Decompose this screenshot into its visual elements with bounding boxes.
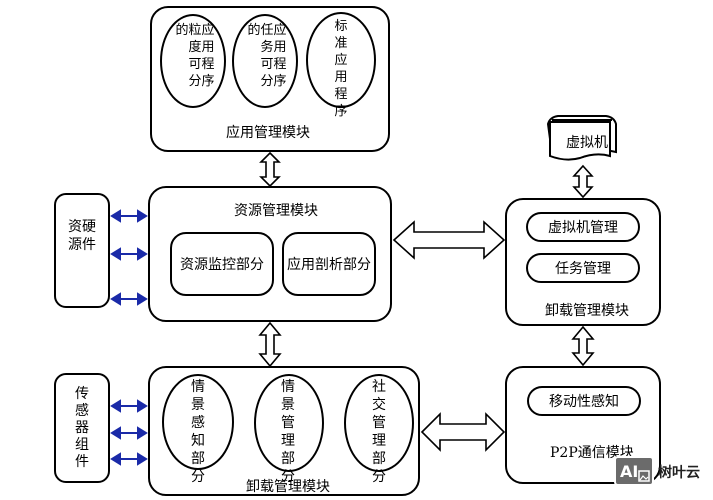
p2p-title: P2P通信模块: [550, 445, 634, 461]
watermark-badge: AI: [614, 456, 654, 486]
ellipse-standard: [306, 12, 376, 108]
hardware-resources-label: 资硬 源件: [68, 219, 96, 253]
sensor-components-box: [54, 373, 110, 483]
arrow-offload-p2p-horizontal: [420, 412, 506, 452]
app-ellipse-text-3: 标 准 应 用 程 序: [334, 19, 348, 119]
blue-arrows-hardware: [110, 209, 148, 306]
arrow-resource-offload-right: [392, 220, 506, 260]
arrow-offload-p2p: [571, 325, 595, 367]
context-mgmt-text: 情 景 管 理 部 分: [281, 379, 295, 485]
app-ellipse-text-1: 的粒应 度用 可程 分序: [175, 23, 215, 89]
app-management-title: 应用管理模块: [226, 125, 310, 141]
arrow-app-resource: [259, 151, 281, 188]
watermark-text: 树叶云: [658, 465, 700, 481]
virtual-machine-doc: [546, 114, 622, 164]
ellipse-granularity: [160, 14, 226, 108]
sensor-components-label: 传 感 器 组 件: [75, 386, 89, 470]
context-aware-text: 情 景 感 知 部 分: [191, 379, 205, 485]
mobility-awareness-pill: 移动性感知: [527, 386, 641, 416]
watermark-badge-text: AI: [620, 462, 639, 481]
image-icon: [638, 470, 650, 482]
ellipse-context-mgmt: [254, 374, 324, 472]
application-analysis-part: 应用剖析部分: [282, 232, 376, 296]
offload-right-title: 卸载管理模块: [545, 303, 629, 319]
ellipse-context-aware: [162, 374, 234, 470]
task-management-pill: 任务管理: [526, 253, 640, 283]
arrow-resource-offload: [258, 321, 282, 368]
blue-arrows-sensor: [110, 399, 148, 466]
virtual-machine-label: 虚拟机: [566, 135, 608, 151]
ellipse-social-mgmt: [344, 374, 414, 472]
app-ellipse-text-2: 的任应 务用 可程 分序: [247, 23, 287, 89]
vm-management-pill: 虚拟机管理: [526, 212, 640, 242]
social-mgmt-text: 社 交 管 理 部 分: [372, 379, 386, 485]
resource-management-title: 资源管理模块: [234, 203, 318, 219]
watermark: AI 树叶云: [614, 456, 711, 486]
offload-bottom-title: 卸载管理模块: [246, 479, 330, 495]
arrow-vm-offload: [572, 164, 594, 199]
hardware-resources-box: [54, 193, 110, 308]
resource-monitor-part: 资源监控部分: [170, 232, 274, 296]
ellipse-task: [232, 14, 298, 108]
